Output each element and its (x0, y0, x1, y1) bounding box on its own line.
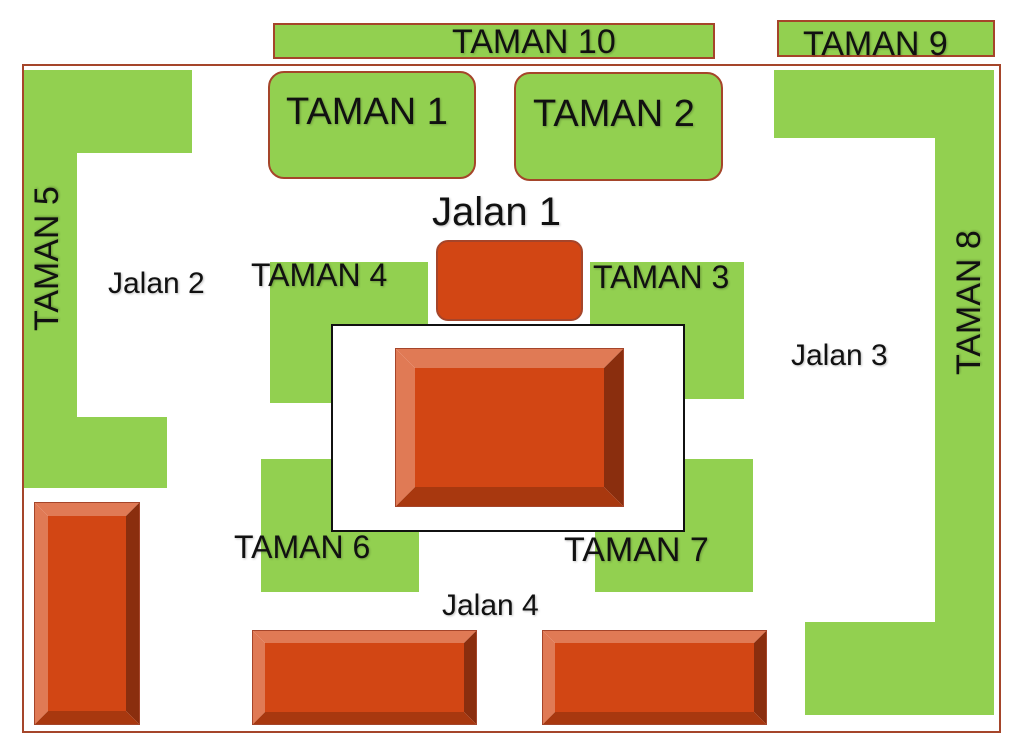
park-taman-8-top[interactable] (774, 70, 994, 138)
map-boundary (22, 64, 1001, 733)
park-taman-8-label: TAMAN 8 (950, 230, 988, 375)
road-jalan-3-label: Jalan 3 (791, 339, 888, 372)
building-left-tall[interactable] (34, 502, 140, 725)
main-building[interactable] (395, 348, 624, 507)
park-taman-7-label: TAMAN 7 (564, 531, 709, 569)
road-jalan-1-label: Jalan 1 (432, 190, 561, 234)
park-taman-8-bottom[interactable] (805, 622, 994, 715)
road-jalan-2-label: Jalan 2 (108, 267, 205, 300)
park-taman-8-spine[interactable] (935, 138, 994, 715)
park-taman-4-label: TAMAN 4 (251, 257, 388, 293)
park-taman-5-bottom[interactable] (24, 417, 167, 488)
park-taman-1-label: TAMAN 1 (286, 91, 448, 133)
small-building[interactable] (436, 240, 583, 321)
park-taman-3-label: TAMAN 3 (593, 259, 730, 295)
park-taman-10[interactable] (273, 23, 715, 59)
road-jalan-4-label: Jalan 4 (442, 589, 539, 622)
building-bottom-right[interactable] (542, 630, 767, 725)
building-bottom-left[interactable] (252, 630, 477, 725)
park-taman-9-label: TAMAN 9 (803, 25, 948, 63)
park-taman-2[interactable] (514, 72, 723, 181)
park-taman-5-label: TAMAN 5 (28, 186, 66, 331)
park-taman-2-label: TAMAN 2 (533, 93, 695, 135)
park-taman-6-label: TAMAN 6 (234, 529, 371, 565)
park-taman-1[interactable] (268, 71, 476, 179)
park-taman-5-top[interactable] (24, 70, 192, 153)
park-taman-10-label: TAMAN 10 (452, 23, 616, 61)
park-taman-9[interactable] (777, 20, 995, 57)
